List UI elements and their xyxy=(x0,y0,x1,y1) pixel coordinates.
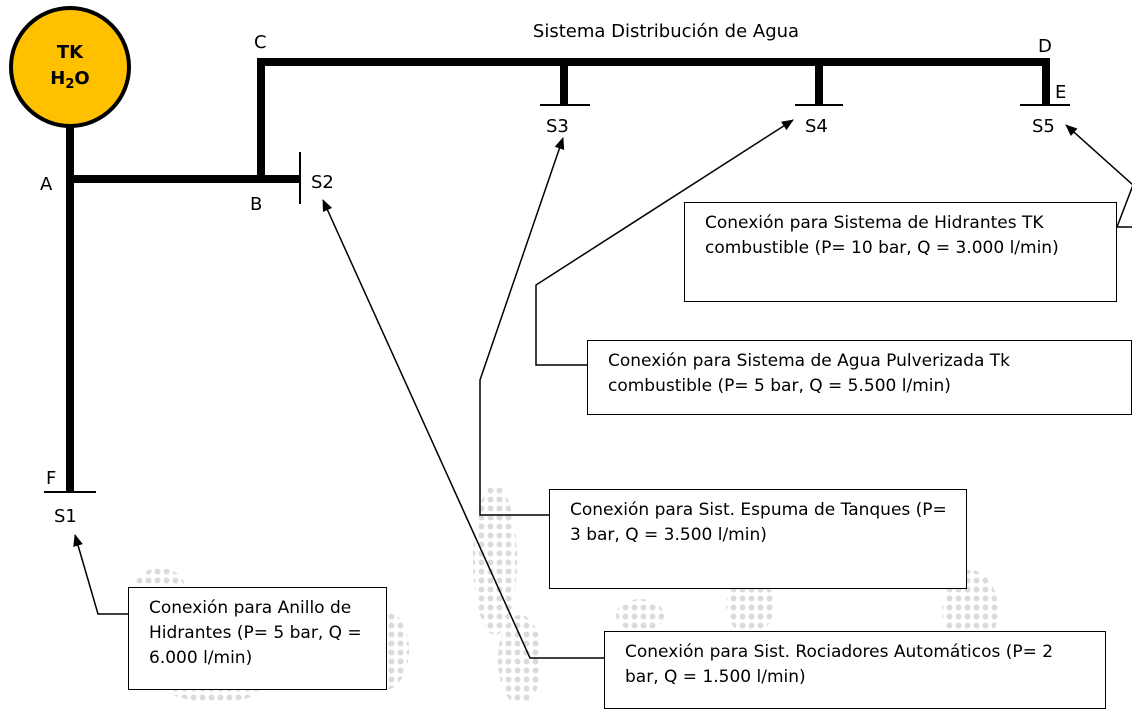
pipe-network xyxy=(66,58,1050,493)
node-label-b: B xyxy=(250,194,262,215)
outlet-label-s4: S4 xyxy=(805,116,828,137)
tank-circle xyxy=(9,6,131,128)
callout-s3-espuma-tanques: Conexión para Sist. Espuma de Tanques (P… xyxy=(549,489,967,589)
callout-s2-rociadores: Conexión para Sist. Rociadores Automátic… xyxy=(604,631,1106,709)
outlet-label-s1: S1 xyxy=(54,506,77,527)
outlet-label-s3: S3 xyxy=(546,116,569,137)
node-label-e: E xyxy=(1055,82,1066,103)
node-label-d: D xyxy=(1038,36,1052,57)
node-label-a: A xyxy=(40,174,53,195)
leader-s3 xyxy=(479,137,565,516)
leader-s5 xyxy=(1065,124,1132,228)
outlet-label-s5: S5 xyxy=(1032,116,1055,137)
tank-label-h2o: H2O xyxy=(50,68,89,92)
leader-s2 xyxy=(322,199,610,659)
node-label-c: C xyxy=(254,32,267,53)
tank-label-tk: TK xyxy=(57,42,84,63)
leader-s4 xyxy=(535,119,794,366)
outlet-label-s2: S2 xyxy=(311,172,334,193)
outlet-caps xyxy=(44,104,1070,493)
callout-s4-agua-pulverizada: Conexión para Sistema de Agua Pulverizad… xyxy=(587,340,1132,415)
callout-leaders xyxy=(73,119,1132,659)
water-tank: TK H2O xyxy=(9,6,131,128)
callout-s1-anillo-hidrantes: Conexión para Anillo de Hidrantes (P= 5 … xyxy=(128,587,387,690)
diagram-title: Sistema Distribución de Agua xyxy=(533,21,799,42)
leader-s1 xyxy=(73,534,128,615)
callout-s5-hidrantes-tk: Conexión para Sistema de Hidrantes TK co… xyxy=(684,202,1117,302)
node-label-f: F xyxy=(46,468,56,489)
